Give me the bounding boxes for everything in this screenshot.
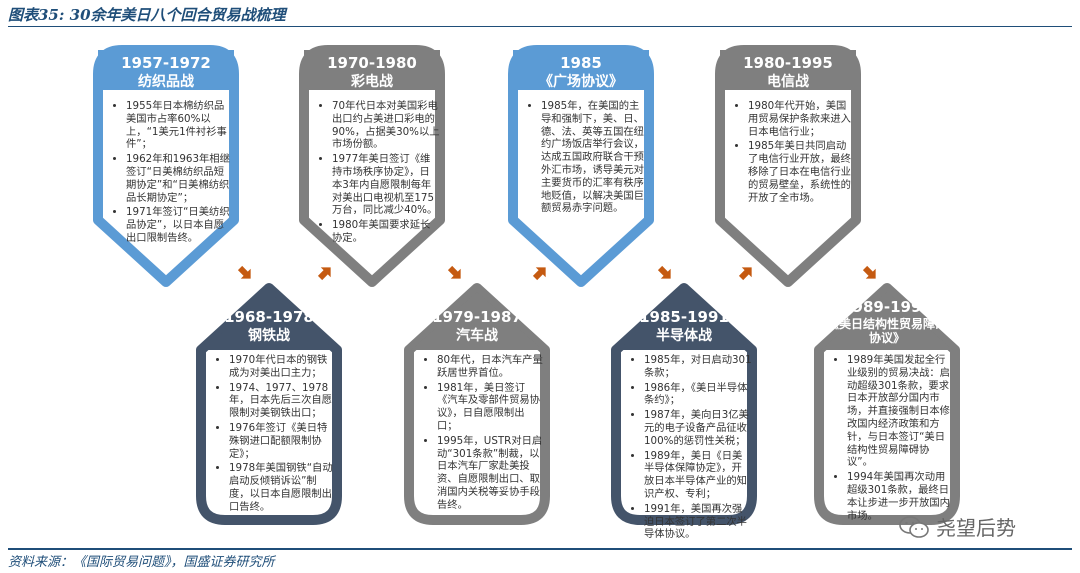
card-points: 1970年代日本的钢铁成为对美出口主力；1974、1977、1978年，日本先后… [217,354,337,516]
card-points: 1989年美国发起全行业级别的贸易决战：启动超级301条款，要求日本开放部分国内… [835,354,955,524]
card-name: 钢铁战 [248,328,290,344]
card-point: 1981年，美日签订《汽车及零部件贸易协议》，日自愿限制出口； [437,382,545,433]
card-point: 70年代日本对美国彩电出口约占美进口彩电的90%，占据美30%以上市场份额。 [332,100,440,151]
card-name: 半导体战 [656,328,712,344]
timeline-card: 1989-1994《美日结构性贸易障碍协议》 1989年美国发起全行业级别的贸易决… [813,283,961,526]
timeline-card: 1970-1980 彩电战 70年代日本对美国彩电出口约占美进口彩电的90%，占据美… [298,44,446,287]
card-name: 纺织品战 [138,74,194,90]
card-points: 1980年代开始，美国用贸易保护条款来进入日本电信行业；1985年美日共同启动了… [736,100,856,206]
card-period: 1985 [560,54,602,72]
timeline-card: 1985-1991 半导体战 1985年，对日启动301条款；1986年，《美日半导… [610,283,758,540]
card-name: 彩电战 [351,74,393,90]
card-point: 1994年美国再次动用超级301条款，最终日本让步进一步开放国内市场。 [847,471,955,522]
card-points: 1985年，对日启动301条款；1986年，《美日半导体条约》；1987年，美向… [632,354,752,543]
orange-arrow-icon [531,264,549,282]
card-period: 1985-1991 [639,308,729,326]
orange-arrow-icon [656,264,674,282]
timeline-card: 1980-1995 电信战 1980年代开始，美国用贸易保护条款来进入日本电信行业；… [714,44,862,287]
orange-arrow-icon [446,264,464,282]
card-points: 1985年，在美国的主导和强制下，美、日、德、法、英等五国在纽约广场饭店举行会议… [529,100,649,217]
card-name: 《广场协议》 [539,74,623,90]
orange-arrow-icon [316,264,334,282]
card-header: 1957-1972 纺织品战 [92,54,240,92]
card-point: 1989年，美日《日美半导体保障协定》，开放日本半导体产业的知识产权、专利； [644,450,752,501]
card-shape [93,45,239,287]
wechat-icon [899,515,929,538]
card-points: 1955年日本棉纺织品美国市占率60%以上，“1美元1件衬衫事件”；1962年和… [114,100,234,247]
card-point: 1976年签订《美日特殊钢进口配额限制协定》； [229,422,337,460]
card-point: 1955年日本棉纺织品美国市占率60%以上，“1美元1件衬衫事件”； [126,100,234,151]
card-period: 1979-1987 [432,308,522,326]
card-point: 1987年，美向日3亿美元的电子设备产品征收100%的惩罚性关税； [644,409,752,447]
card-point: 1980年美国要求延长协定。 [332,219,440,245]
card-point: 1989年美国发起全行业级别的贸易决战：启动超级301条款，要求日本开放部分国内… [847,354,955,469]
card-shape [404,283,550,525]
card-header: 1989-1994《美日结构性贸易障碍协议》 [813,298,961,345]
card-point: 80年代，日本汽车产量跃居世界首位。 [437,354,545,380]
card-point: 1986年，《美日半导体条约》； [644,382,752,408]
source-rule [8,548,1072,550]
card-point: 1974、1977、1978年，日本先后三次自愿限制对美钢铁出口； [229,382,337,420]
card-header: 1970-1980 彩电战 [298,54,446,92]
title-rule [8,26,1072,27]
card-header: 1985-1991 半导体战 [610,308,758,346]
timeline-card: 1985 《广场协议》 1985年，在美国的主导和强制下，美、日、德、法、英等五国在… [507,44,655,287]
timeline-card: 1968-1978 钢铁战 1970年代日本的钢铁成为对美出口主力；1974、197… [195,283,343,526]
card-shape [715,45,861,287]
card-name: 《美日结构性贸易障碍协议》 [827,317,948,345]
figure-source: 资料来源：《国际贸易问题》，国盛证券研究所 [8,555,275,570]
card-point: 1970年代日本的钢铁成为对美出口主力； [229,354,337,380]
timeline-card: 1957-1972 纺织品战 1955年日本棉纺织品美国市占率60%以上，“1美元1… [92,44,240,287]
card-shape [196,283,342,525]
card-point: 1995年，USTR对日启动“301条款”制裁，以日本汽车厂家赴美投资、自愿限制… [437,435,545,512]
card-header: 1985 《广场协议》 [507,54,655,92]
card-point: 1978年美国钢铁“自动启动反倾销诉讼”制度，以日本自愿限制出口告终。 [229,462,337,513]
card-period: 1970-1980 [327,54,417,72]
card-point: 1985年，在美国的主导和强制下，美、日、德、法、英等五国在纽约广场饭店举行会议… [541,100,649,215]
card-name: 汽车战 [456,328,498,344]
card-header: 1979-1987 汽车战 [403,308,551,346]
card-point: 1977年美日签订《维持市场秩序协定》，日本3年内自愿限制每年对美出口电视机至1… [332,153,440,217]
card-point: 1980年代开始，美国用贸易保护条款来进入日本电信行业； [748,100,856,138]
card-points: 70年代日本对美国彩电出口约占美进口彩电的90%，占据美30%以上市场份额。19… [320,100,440,247]
card-point: 1962年和1963年相继签订“日美棉纺织品短期协定”和“日美棉纺织品长期协定”… [126,153,234,204]
card-point: 1991年，美国再次强迫日本签订了第二次半导体协议。 [644,503,752,541]
orange-arrow-icon [861,264,879,282]
figure-title: 图表35: 30余年美日八个回合贸易战梳理 [8,6,286,24]
card-period: 1957-1972 [121,54,211,72]
card-shape [611,283,757,525]
watermark-text: 尧望后势 [936,516,1016,540]
orange-arrow-icon [236,264,254,282]
card-shape [814,283,960,525]
card-point: 1971年签订“日美纺织品协定”，以日本自愿出口限制告终。 [126,206,234,244]
orange-arrow-icon [737,264,755,282]
card-period: 1968-1978 [224,308,314,326]
card-point: 1985年，对日启动301条款； [644,354,752,380]
card-header: 1968-1978 钢铁战 [195,308,343,346]
timeline-card: 1979-1987 汽车战 80年代，日本汽车产量跃居世界首位。1981年，美日签订… [403,283,551,526]
card-name: 电信战 [767,74,809,90]
card-header: 1980-1995 电信战 [714,54,862,92]
card-points: 80年代，日本汽车产量跃居世界首位。1981年，美日签订《汽车及零部件贸易协议》… [425,354,545,514]
card-shape [299,45,445,287]
card-shape [508,45,654,287]
card-period: 1989-1994 [842,298,932,316]
card-period: 1980-1995 [743,54,833,72]
watermark: 尧望后势 [898,512,1016,541]
card-point: 1985年美日共同启动了电信行业开放，最终移除了日本在电信行业的贸易壁垒，系统性… [748,140,856,204]
